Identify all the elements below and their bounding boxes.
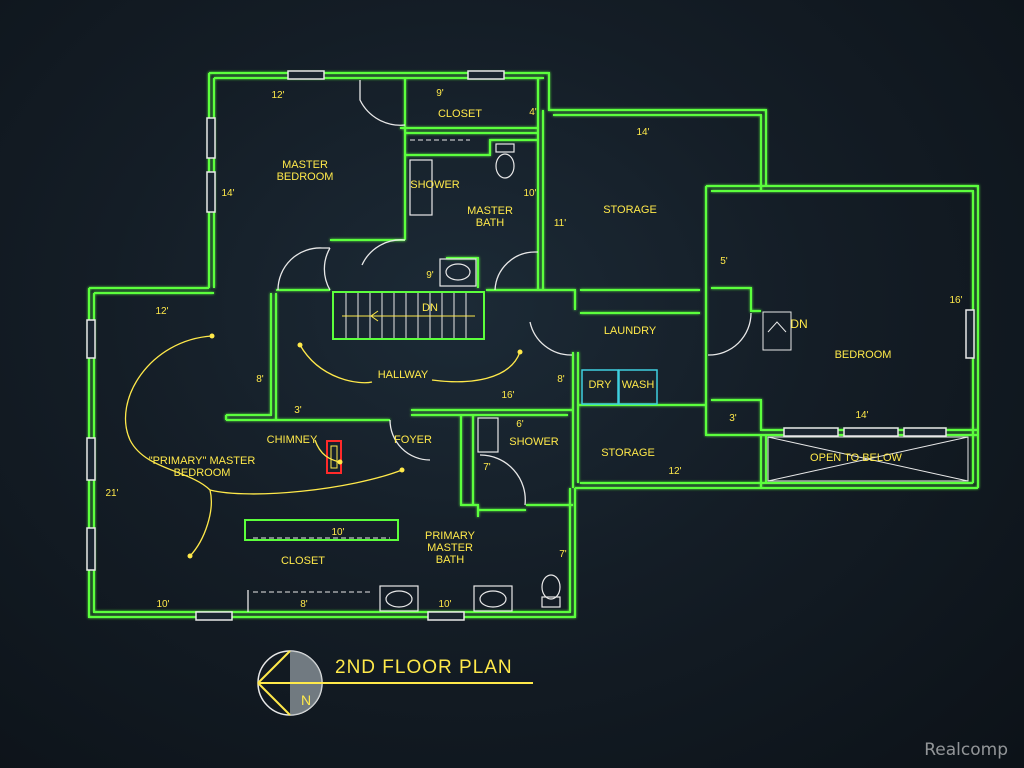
- dim-bath-d: 10': [523, 188, 536, 199]
- door-swings: [247, 80, 752, 612]
- north-label: N: [301, 692, 311, 708]
- dim-shower-6: 6': [516, 419, 524, 430]
- dim-pb-10: 10': [156, 599, 169, 610]
- dim-closet-10: 10': [331, 527, 344, 538]
- dim-mb-width: 12': [271, 90, 284, 101]
- label-closet-bottom: CLOSET: [281, 555, 325, 567]
- label-bedroom: BEDROOM: [835, 349, 892, 361]
- dim-closet-8: 8': [300, 599, 308, 610]
- label-open-to-below: OPEN TO BELOW: [810, 452, 903, 464]
- dim-pb-depth: 21': [105, 488, 118, 499]
- dim-storage-12: 12': [668, 466, 681, 477]
- label-chimney: CHIMNEY: [267, 434, 318, 446]
- dim-bath-7: 7': [559, 549, 567, 560]
- dim-bed-3: 3': [729, 413, 737, 424]
- dim-sink-w: 9': [426, 270, 434, 281]
- windows: [86, 70, 975, 621]
- label-shower-bottom: SHOWER: [509, 436, 559, 448]
- stairs-bedroom: [762, 311, 792, 351]
- dim-pb-8: 8': [256, 374, 264, 385]
- open-to-below: [767, 436, 969, 482]
- plan-title: 2ND FLOOR PLAN: [335, 657, 513, 678]
- dim-storage-d: 11': [554, 218, 566, 229]
- label-laundry: LAUNDRY: [604, 325, 657, 337]
- label-closet-top: CLOSET: [438, 108, 482, 120]
- dim-storage-w: 14': [636, 127, 649, 138]
- label-storage-bottom: STORAGE: [601, 447, 655, 459]
- dim-hall-16: 16': [501, 390, 514, 401]
- label-dry: DRY: [588, 379, 612, 391]
- dim-mb-depth: 14': [221, 188, 234, 199]
- dim-bed-d: 16': [949, 295, 962, 306]
- dim-bed-closet: 5': [720, 256, 728, 267]
- stairs-main: [332, 291, 485, 340]
- label-shower-top: SHOWER: [410, 179, 460, 191]
- dim-pb-width: 12': [155, 306, 168, 317]
- electrical-runs: [124, 335, 521, 557]
- closet-shelves: [244, 139, 470, 593]
- label-wash: WASH: [622, 379, 655, 391]
- label-stairs-dn: DN: [422, 302, 438, 314]
- watermark: Realcomp: [924, 740, 1008, 760]
- label-storage-top: STORAGE: [603, 204, 657, 216]
- label-stairs-dn-bedroom: DN: [790, 317, 807, 331]
- label-foyer: FOYER: [394, 434, 432, 446]
- dim-pb-3: 3': [294, 405, 302, 416]
- walls: [88, 72, 979, 618]
- dim-bath-10: 10': [438, 599, 451, 610]
- dim-closet-w: 9': [436, 88, 444, 99]
- dim-bed-w: 14': [855, 410, 868, 421]
- dim-closet-d: 4': [529, 107, 537, 118]
- washer-dryer: [581, 369, 658, 405]
- fixtures: [379, 143, 561, 612]
- dim-laundry-8: 8': [557, 374, 565, 385]
- dim-shower-7: 7': [483, 462, 491, 473]
- electrical-points: [187, 333, 523, 559]
- label-hallway: HALLWAY: [378, 369, 429, 381]
